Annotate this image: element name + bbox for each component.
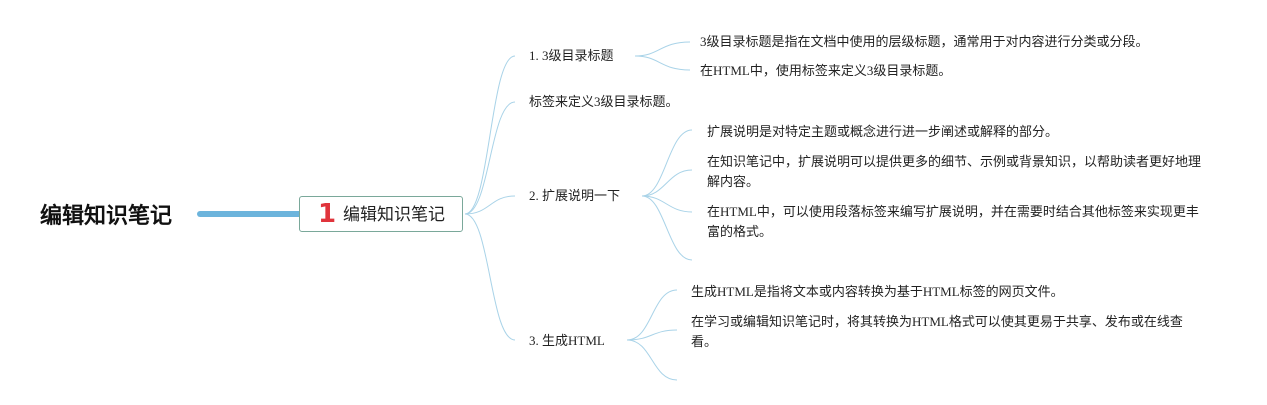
leaf-connector-2-1	[641, 129, 693, 197]
central-topic-label: 编辑知识笔记	[343, 205, 445, 225]
leaf-connector-3-3	[626, 339, 678, 381]
root-topic[interactable]: 编辑知识笔记	[40, 204, 173, 229]
leaf-connector-2-2	[641, 169, 693, 197]
branch-connector-4	[464, 213, 516, 341]
leaf-note-2-1[interactable]: 扩展说明是对特定主题或概念进行进一步阐述或解释的部分。	[707, 124, 1059, 139]
leaf-connector-3-1	[626, 289, 678, 341]
branch-topic-2[interactable]: 标签来定义3级目录标题。	[529, 94, 679, 109]
leaf-connector-2-3	[641, 195, 693, 213]
branch-topic-4[interactable]: 3. 生成HTML	[529, 333, 605, 348]
branch-connector-2	[464, 101, 516, 215]
leaf-connector-3-2	[626, 329, 678, 341]
branch-topic-3[interactable]: 2. 扩展说明一下	[529, 188, 621, 203]
leaf-note-2-3[interactable]: 在HTML中，可以使用段落标签来编写扩展说明，并在需要时结合其他标签来实现更丰富…	[707, 204, 1199, 239]
branch-connector-3	[464, 195, 516, 215]
leaf-note-3-1[interactable]: 生成HTML是指将文本或内容转换为基于HTML标签的网页文件。	[691, 284, 1064, 299]
topic-number: 1	[318, 199, 337, 229]
leaf-note-1-2[interactable]: 在HTML中，使用标签来定义3级目录标题。	[700, 63, 952, 78]
branch-topic-1[interactable]: 1. 3级目录标题	[529, 48, 614, 63]
leaf-connector-1-1	[634, 41, 691, 57]
leaf-connector-1-2	[634, 55, 691, 71]
leaf-note-2-2[interactable]: 在知识笔记中，扩展说明可以提供更多的细节、示例或背景知识，以帮助读者更好地理解内…	[707, 154, 1202, 189]
branch-connector-1	[464, 55, 516, 215]
leaf-note-3-2[interactable]: 在学习或编辑知识笔记时，将其转换为HTML格式可以使其更易于共享、发布或在线查看…	[691, 314, 1183, 349]
central-topic[interactable]: 1 编辑知识笔记	[299, 196, 463, 232]
leaf-connector-2-4	[641, 195, 693, 261]
leaf-note-1-1[interactable]: 3级目录标题是指在文档中使用的层级标题，通常用于对内容进行分类或分段。	[700, 34, 1149, 49]
